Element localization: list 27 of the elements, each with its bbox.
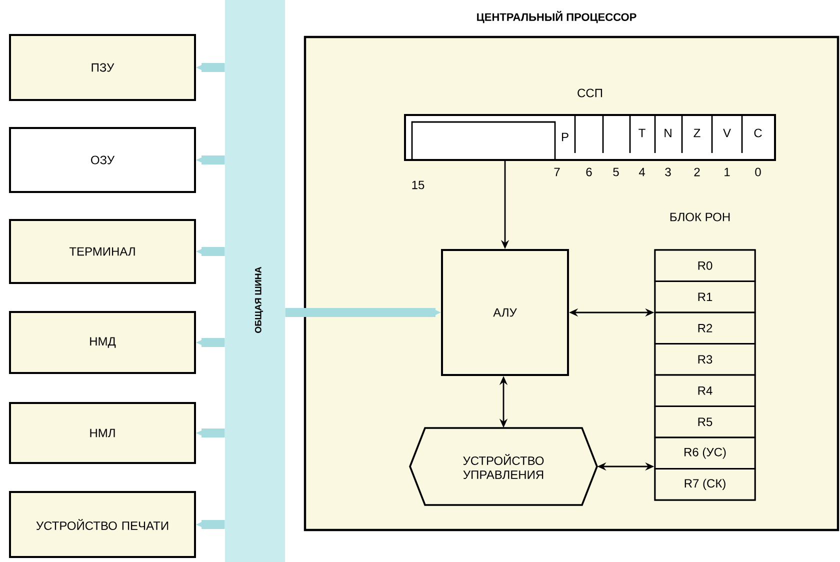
bit-letter: C xyxy=(754,128,762,138)
register-row: R2 xyxy=(654,312,756,344)
register-row: R0 xyxy=(654,249,756,282)
node-label: БЛОК РОН xyxy=(670,212,730,222)
register-row: R3 xyxy=(654,343,756,376)
bit-letter: N xyxy=(664,128,672,138)
bit-letter: P xyxy=(562,132,568,142)
device-box: УСТРОЙСТВО ПЕЧАТИ xyxy=(9,491,196,558)
device-box: ТЕРМИНАЛ xyxy=(9,219,196,284)
node-label: ЦЕНТРАЛЬНЫЙ ПРОЦЕССОР xyxy=(477,10,636,24)
device-box: НМД xyxy=(9,311,196,374)
bus-band: ОБЩАЯ ШИНА xyxy=(225,0,285,562)
register-row: R1 xyxy=(654,280,756,314)
alu-box: АЛУ xyxy=(441,249,569,376)
register-row: R6 (УС) xyxy=(654,436,756,470)
register-row: R5 xyxy=(654,406,756,438)
device-box: НМЛ xyxy=(9,402,196,464)
device-box: ОЗУ xyxy=(9,127,196,193)
control-unit-hexagon: УСТРОЙСТВО УПРАВЛЕНИЯ xyxy=(409,427,598,506)
bit-number: 15 xyxy=(412,180,424,190)
register-row: R4 xyxy=(654,374,756,407)
node-label: ССП xyxy=(578,88,602,98)
bit-letter: Z xyxy=(694,128,700,138)
register-row: R7 (СК) xyxy=(654,468,756,501)
device-box: ПЗУ xyxy=(9,34,196,101)
bit-letter: T xyxy=(638,128,646,138)
bit-letter: V xyxy=(723,128,731,138)
